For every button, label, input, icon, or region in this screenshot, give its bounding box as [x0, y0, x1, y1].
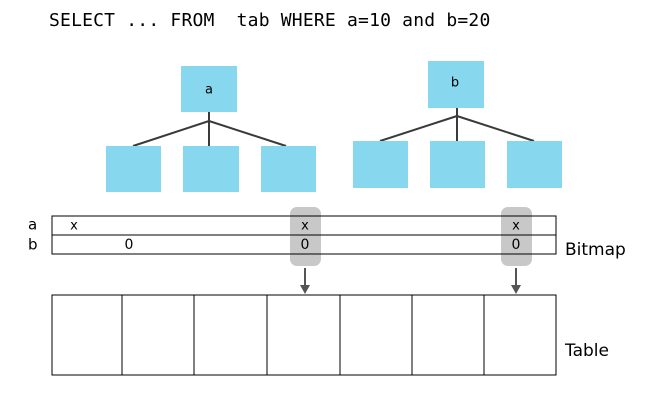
match-arrows — [300, 268, 521, 294]
bitmap-mark-a: x — [301, 219, 309, 234]
index-leaf-node — [261, 146, 316, 192]
bitmap-mark-a: x — [70, 219, 78, 234]
bitmap-mark-b: 0 — [512, 237, 521, 253]
bitmap: a b x x x 0 0 0 Bitmap — [28, 215, 626, 260]
tree-edge — [456, 115, 535, 142]
index-root-node-a — [181, 66, 237, 112]
index-leaf-node — [106, 146, 161, 192]
match-highlight — [290, 207, 321, 266]
bitmap-mark-a: x — [512, 219, 520, 234]
bitmap-row-label-a: a — [28, 216, 37, 234]
table-label: Table — [564, 341, 609, 361]
index-tree-b: b — [353, 61, 562, 188]
bitmap-row-b — [51, 234, 557, 255]
table: Table — [51, 294, 609, 376]
index-tree-a: a — [106, 66, 316, 192]
bitmap-label: Bitmap — [565, 240, 626, 260]
arrow-head — [511, 285, 521, 294]
index-root-node-b — [428, 61, 484, 108]
table-outline — [51, 294, 557, 376]
bitmap-mark-b: 0 — [301, 237, 310, 253]
sql-query: SELECT ... FROM tab WHERE a=10 and b=20 — [49, 10, 491, 31]
index-leaf-node — [430, 141, 485, 188]
tree-edge — [208, 120, 287, 147]
index-root-label-a: a — [205, 83, 213, 98]
index-leaf-node — [507, 141, 562, 188]
index-leaf-node — [183, 146, 239, 192]
index-leaf-node — [353, 141, 408, 188]
tree-edge — [132, 120, 210, 147]
index-root-label-b: b — [451, 76, 459, 91]
bitmap-row-label-b: b — [28, 236, 38, 254]
tree-edge — [379, 115, 458, 142]
match-highlight — [501, 207, 532, 266]
arrow-head — [300, 285, 310, 294]
bitmap-mark-b: 0 — [125, 237, 134, 253]
